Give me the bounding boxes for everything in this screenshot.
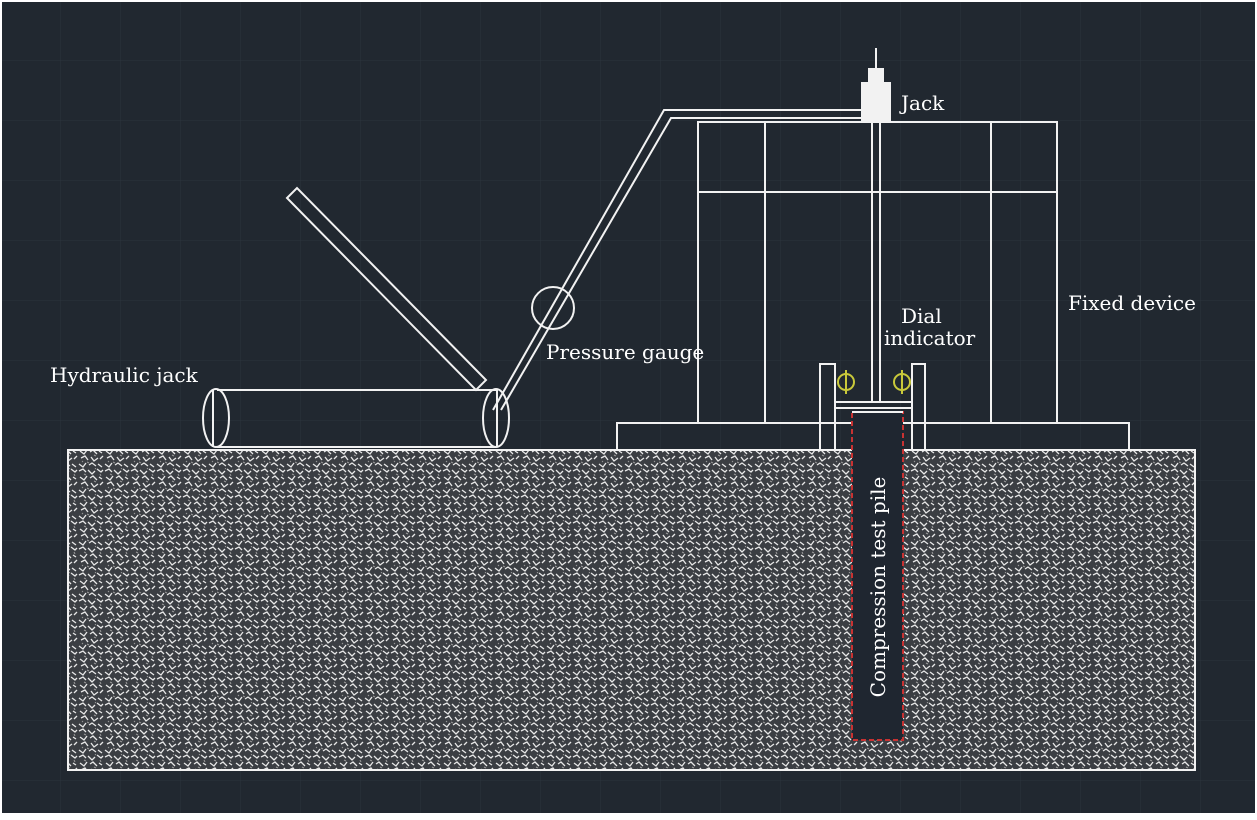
jack-rod xyxy=(871,122,881,402)
soil-block xyxy=(67,449,1196,771)
label-hydraulic-jack: Hydraulic jack xyxy=(50,363,199,387)
dial-indicator-icon xyxy=(837,370,911,394)
label-compression-test-pile: Compression test pile xyxy=(866,477,890,698)
pressure-gauge-icon xyxy=(531,286,575,330)
label-jack: Jack xyxy=(899,91,945,115)
jack-icon xyxy=(861,48,891,122)
label-pressure-gauge: Pressure gauge xyxy=(546,340,704,364)
hydraulic-line xyxy=(492,109,861,411)
hydraulic-jack-icon xyxy=(202,388,510,448)
compression-test-pile xyxy=(851,411,904,741)
label-dial: Dial xyxy=(901,304,942,328)
pile-cap xyxy=(819,363,926,450)
jack-handle xyxy=(285,186,488,392)
label-fixed-device: Fixed device xyxy=(1068,291,1196,315)
label-indicator: indicator xyxy=(884,326,976,350)
